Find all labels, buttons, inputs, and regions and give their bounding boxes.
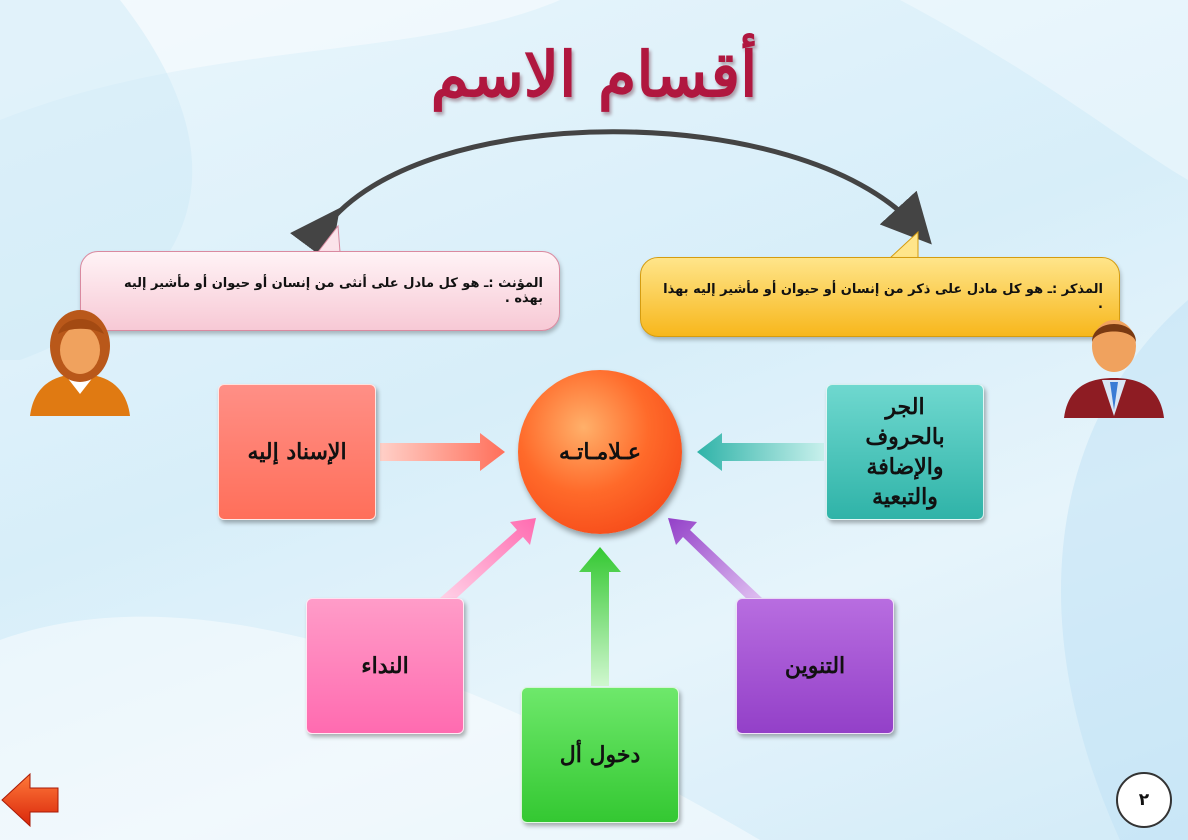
masculine-definition-callout: المذكر :ـ هو كل مادل على ذكر من إنسان أو… [640, 257, 1120, 337]
page-number: ٢ [1138, 790, 1150, 810]
page-number-badge: ٢ [1116, 772, 1172, 828]
dukhool-arrow [579, 547, 621, 686]
tanween-arrow [668, 518, 762, 606]
signs-center-label: عـلامـاتـه [559, 439, 641, 465]
female-person-icon [30, 310, 130, 416]
curved-double-arrow [290, 129, 932, 263]
sign-label-tanween: التنوين [784, 653, 846, 679]
sign-box-tanween: التنوين [736, 598, 894, 734]
isnad-arrow [380, 433, 505, 471]
sign-box-nidaa: النداء [306, 598, 464, 734]
male-person-icon [1064, 320, 1164, 418]
sign-label-isnad: الإسناد إليه [247, 439, 347, 465]
jarr-arrow [697, 433, 824, 471]
sign-label-nidaa: النداء [361, 653, 409, 679]
sign-box-isnad: الإسناد إليه [218, 384, 376, 520]
page-title: أقسام الاسم [430, 38, 758, 111]
sign-box-dukhool: دخول أل [521, 687, 679, 823]
feminine-definition-text: المؤنث :ـ هو كل مادل على أنثى من إنسان أ… [123, 276, 543, 306]
signs-center-circle: عـلامـاتـه [518, 370, 682, 534]
sign-label-jarr: الجر بالحروف والإضافة والتبعية [865, 394, 945, 510]
nidaa-arrow [440, 518, 536, 606]
feminine-definition-callout: المؤنث :ـ هو كل مادل على أنثى من إنسان أ… [80, 251, 560, 331]
sign-label-dukhool: دخول أل [559, 742, 641, 768]
back-arrow-icon[interactable] [0, 770, 60, 830]
sign-box-jarr: الجر بالحروف والإضافة والتبعية [826, 384, 984, 520]
masculine-definition-text: المذكر :ـ هو كل مادل على ذكر من إنسان أو… [663, 282, 1103, 312]
